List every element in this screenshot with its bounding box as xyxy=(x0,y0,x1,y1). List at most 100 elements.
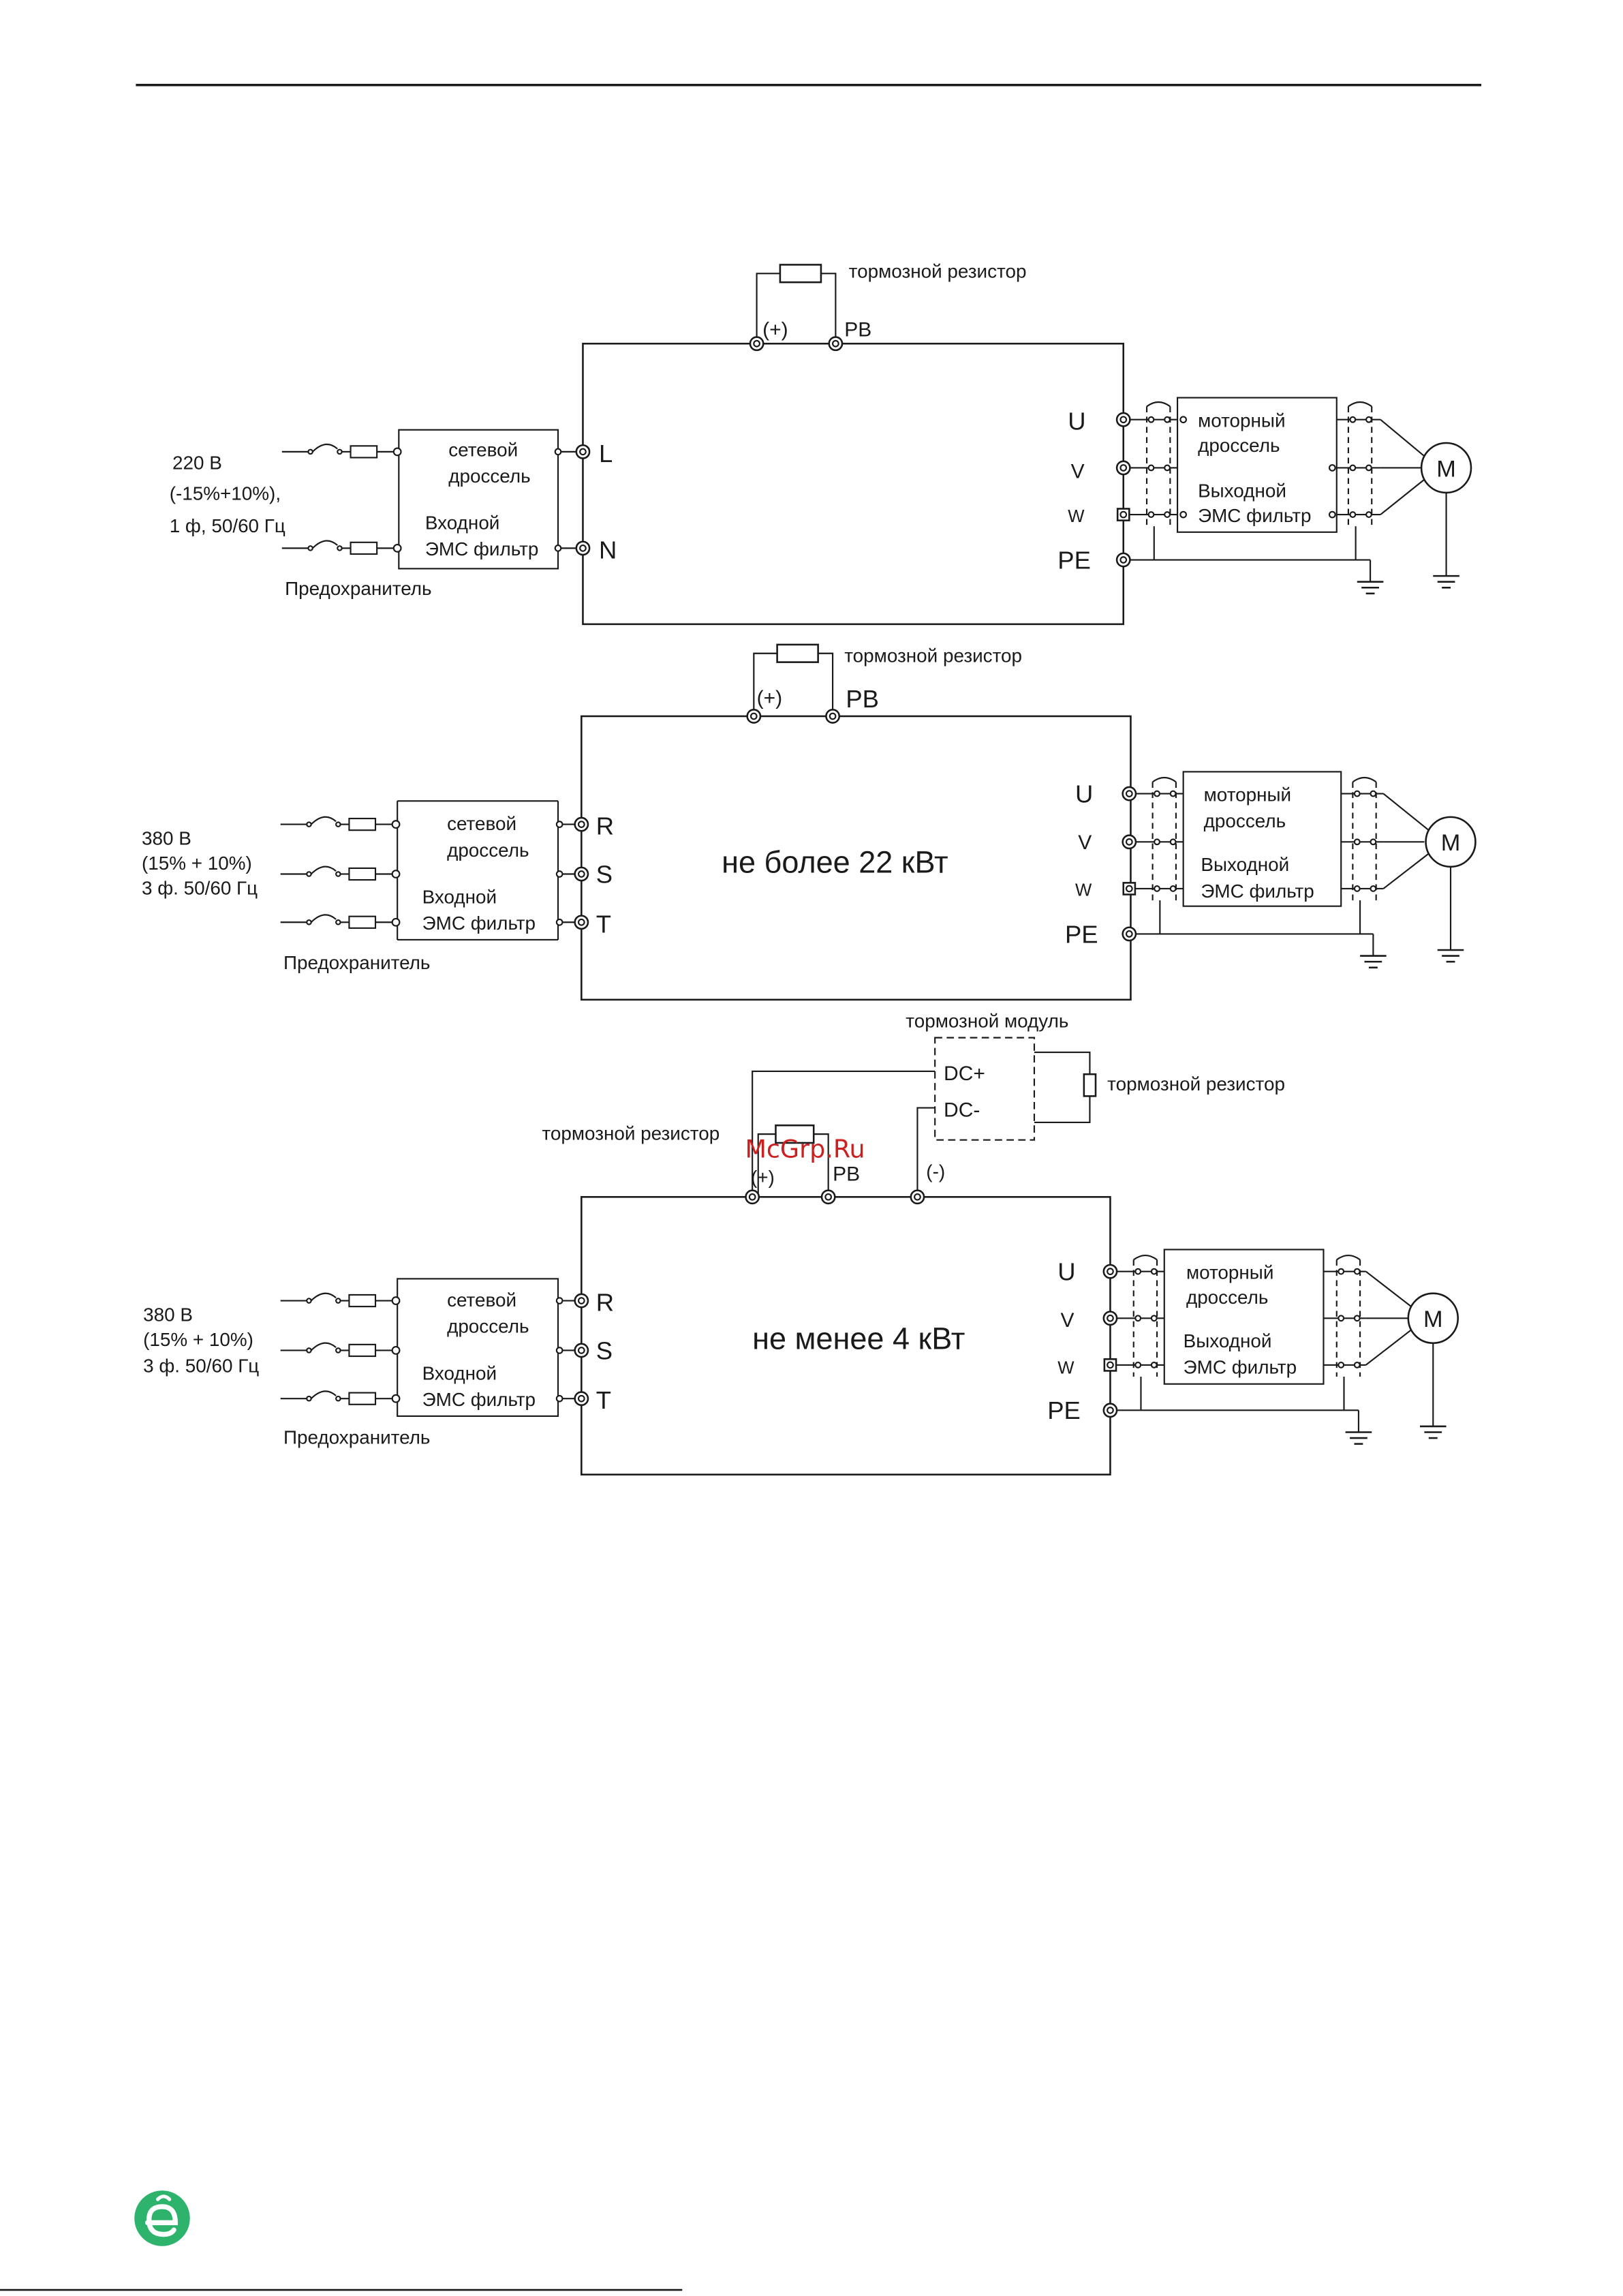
terminal-s xyxy=(574,1343,589,1358)
brake-module-label: тормозной модуль xyxy=(906,1011,1068,1032)
input-filter-box xyxy=(398,429,559,570)
terminal-l-label: L xyxy=(599,440,613,468)
pb-label: PB xyxy=(844,318,871,341)
terminal-r xyxy=(574,816,589,832)
output-emc-label-1: Выходной xyxy=(1198,480,1286,501)
terminal-pe xyxy=(1102,1403,1118,1418)
input-emc-label-2: ЭМС фильтр xyxy=(422,913,536,934)
v-label: V xyxy=(1061,1309,1075,1332)
terminal-r-label: R xyxy=(596,1289,614,1317)
pe-label: PE xyxy=(1057,546,1091,574)
external-brake-resistor-label: тормозной резистор xyxy=(1107,1073,1285,1095)
power-label: не более 22 кВт xyxy=(722,844,948,879)
minus-label: (-) xyxy=(926,1161,945,1182)
output-filter-box xyxy=(1177,397,1338,533)
watermark: McGrp.Ru xyxy=(745,1134,865,1163)
terminal-r xyxy=(574,1293,589,1308)
fuse-1 xyxy=(279,1292,401,1308)
terminal-v xyxy=(1115,460,1131,476)
fuse-2 xyxy=(279,1342,401,1358)
ground-icon xyxy=(1344,1431,1373,1445)
terminal-n xyxy=(575,540,591,556)
motor-label: M xyxy=(1441,830,1461,856)
terminal-u xyxy=(1102,1264,1118,1279)
output-emc-label-2: ЭМС фильтр xyxy=(1198,505,1311,526)
supply-label-2: (-15%+10%), xyxy=(170,483,281,504)
brake-resistor xyxy=(776,643,819,663)
ground-icon xyxy=(1432,575,1461,589)
terminal-t-label: T xyxy=(596,1386,611,1414)
diagram-three-phase-22kw: тормозной резистор (+) PB не более 22 кВ… xyxy=(142,643,1477,1001)
terminal-s xyxy=(574,866,589,882)
ground-icon xyxy=(1359,955,1387,969)
u-label: U xyxy=(1057,1258,1075,1286)
terminal-t-label: T xyxy=(596,910,611,938)
line-choke-label-2: дроссель xyxy=(447,840,529,861)
logo-icon xyxy=(134,2190,190,2246)
ground-icon xyxy=(1419,1425,1447,1439)
fuse-3 xyxy=(279,1390,401,1405)
ground-icon xyxy=(1356,581,1385,595)
w-label: W xyxy=(1068,507,1085,526)
pb-terminal xyxy=(828,336,844,352)
brake-module-box xyxy=(934,1037,1036,1141)
supply-label-3: 1 ф, 50/60 Гц xyxy=(170,515,285,536)
plus-terminal xyxy=(749,336,764,352)
terminal-pe xyxy=(1122,926,1137,942)
fuse-label: Предохранитель xyxy=(283,1427,431,1448)
output-emc-label-1: Выходной xyxy=(1201,854,1289,875)
terminal-pe xyxy=(1115,552,1131,568)
input-emc-label-2: ЭМС фильтр xyxy=(422,1389,536,1410)
pb-terminal xyxy=(825,709,841,724)
motor-choke-label-1: моторный xyxy=(1186,1261,1273,1283)
pe-label: PE xyxy=(1047,1396,1081,1424)
motor-icon xyxy=(1425,816,1477,868)
motor-choke-label-2: дроссель xyxy=(1186,1287,1268,1308)
brake-resistor-label: тормозной резистор xyxy=(849,261,1027,282)
fuse-2 xyxy=(279,866,401,881)
pb-label: PB xyxy=(846,685,879,713)
inverter-box xyxy=(581,715,1132,1001)
pb-terminal xyxy=(820,1189,836,1205)
inverter-box xyxy=(581,1196,1111,1475)
terminal-r-label: R xyxy=(596,812,614,840)
supply-label-2: (15% + 10%) xyxy=(143,1329,253,1350)
diagram-three-phase-4kw: тормозной модуль DC+ DC- тормозной резис… xyxy=(143,1011,1459,1475)
pe-label: PE xyxy=(1065,920,1098,948)
u-label: U xyxy=(1075,780,1093,808)
line-choke-label-2: дроссель xyxy=(448,465,530,487)
dc-plus-label: DC+ xyxy=(944,1062,985,1085)
motor-choke-label-1: моторный xyxy=(1198,410,1285,431)
diagram-single-phase: тормозной резистор (+) PB сетевой дроссе… xyxy=(170,261,1472,626)
line-choke-label-1: сетевой xyxy=(447,813,516,834)
dc-minus-label: DC- xyxy=(944,1099,980,1121)
output-filter-box xyxy=(1182,771,1342,907)
minus-terminal xyxy=(910,1189,925,1205)
supply-label-3: 3 ф. 50/60 Гц xyxy=(142,878,258,899)
supply-label-1: 380 В xyxy=(143,1304,193,1326)
inverter-box xyxy=(582,342,1125,626)
motor-icon xyxy=(1407,1292,1459,1345)
v-label: V xyxy=(1078,831,1092,854)
motor-choke-label-1: моторный xyxy=(1204,784,1291,805)
terminal-v xyxy=(1122,834,1137,850)
terminal-s-label: S xyxy=(596,860,613,888)
terminal-l xyxy=(575,444,591,459)
input-emc-label-1: Входной xyxy=(422,1362,497,1383)
line-choke-label-2: дроссель xyxy=(447,1316,529,1337)
terminal-w xyxy=(1122,882,1137,896)
motor-label: M xyxy=(1423,1306,1443,1332)
motor-choke-label-2: дроссель xyxy=(1198,435,1280,456)
supply-label-3: 3 ф. 50/60 Гц xyxy=(143,1356,259,1377)
terminal-u xyxy=(1115,412,1131,427)
terminal-v xyxy=(1102,1311,1118,1326)
fuse-3 xyxy=(279,914,401,929)
motor-icon xyxy=(1420,442,1472,494)
plus-label: (+) xyxy=(762,318,788,341)
output-filter-box xyxy=(1163,1249,1325,1385)
supply-label-2: (15% + 10%) xyxy=(142,853,252,874)
terminal-t xyxy=(574,915,589,930)
plus-terminal xyxy=(746,709,762,724)
terminal-t xyxy=(574,1391,589,1407)
